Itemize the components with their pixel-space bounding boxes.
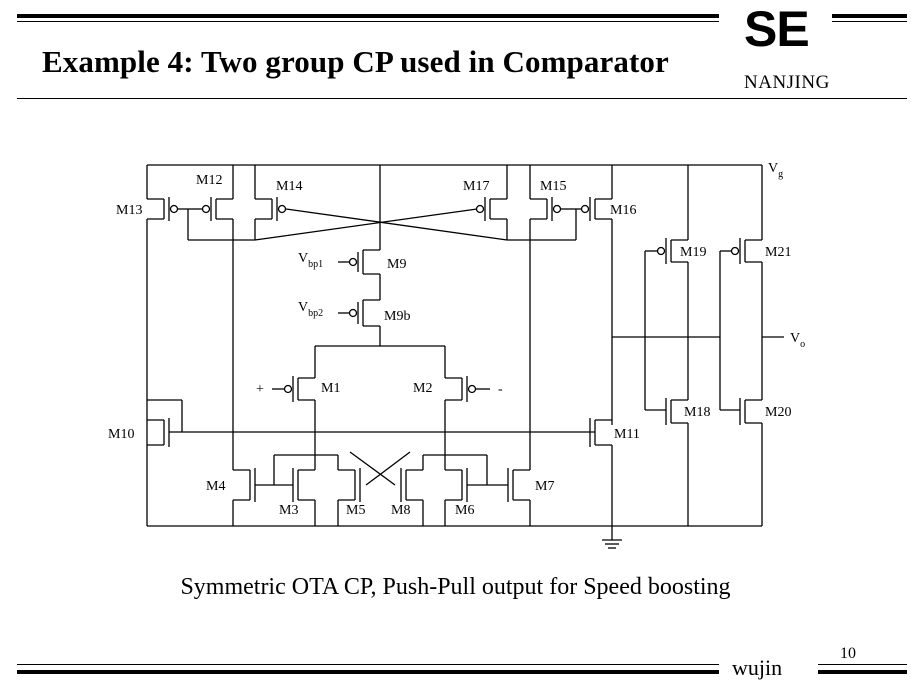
header-rule-top-right	[832, 14, 907, 18]
label-M16: M16	[610, 203, 636, 218]
logo: SE	[744, 1, 810, 57]
label-M12: M12	[196, 173, 222, 188]
label-M19: M19	[680, 245, 706, 260]
output-label: Vo	[790, 331, 805, 350]
footer-rule-right-bottom	[818, 670, 907, 674]
label-M2: M2	[413, 381, 432, 396]
label-M8: M8	[391, 503, 410, 518]
label-M9b: M9b	[384, 309, 410, 324]
author-name: wujin	[732, 655, 783, 680]
footer-rule-bottom	[17, 670, 719, 674]
header-rule-bottom	[17, 98, 907, 99]
label-M7: M7	[535, 479, 554, 494]
label-M6: M6	[455, 503, 474, 518]
circuit-wires	[146, 164, 784, 549]
label-M11: M11	[614, 427, 640, 442]
label-M10: M10	[108, 427, 134, 442]
label-M20: M20	[765, 405, 791, 420]
slide-title: Example 4: Two group CP used in Comparat…	[42, 44, 669, 79]
label-M1: M1	[321, 381, 340, 396]
header-rule-top-left	[17, 14, 719, 18]
label-M9: M9	[387, 257, 406, 272]
label-M13: M13	[116, 203, 142, 218]
figure-caption: Symmetric OTA CP, Push-Pull output for S…	[180, 574, 731, 600]
label-M17: M17	[463, 179, 489, 194]
label-M3: M3	[279, 503, 298, 518]
supply-label: Vg	[768, 161, 783, 180]
label-M18: M18	[684, 405, 710, 420]
bias2-label: Vbp2	[298, 300, 323, 319]
header-rule-mid-right	[832, 21, 907, 22]
label-M21: M21	[765, 245, 791, 260]
header-rule-mid	[17, 21, 719, 22]
label-M5: M5	[346, 503, 365, 518]
footer-rule-top	[17, 664, 719, 665]
footer-rule-right-top	[818, 664, 907, 665]
plus-input-label: +	[256, 382, 264, 397]
bias1-label: Vbp1	[298, 251, 323, 270]
logo-subtitle: NANJING	[744, 72, 830, 93]
minus-input-label: -	[498, 382, 503, 397]
label-M14: M14	[276, 179, 302, 194]
label-M15: M15	[540, 179, 566, 194]
page-number: 10	[840, 645, 856, 662]
label-M4: M4	[206, 479, 225, 494]
